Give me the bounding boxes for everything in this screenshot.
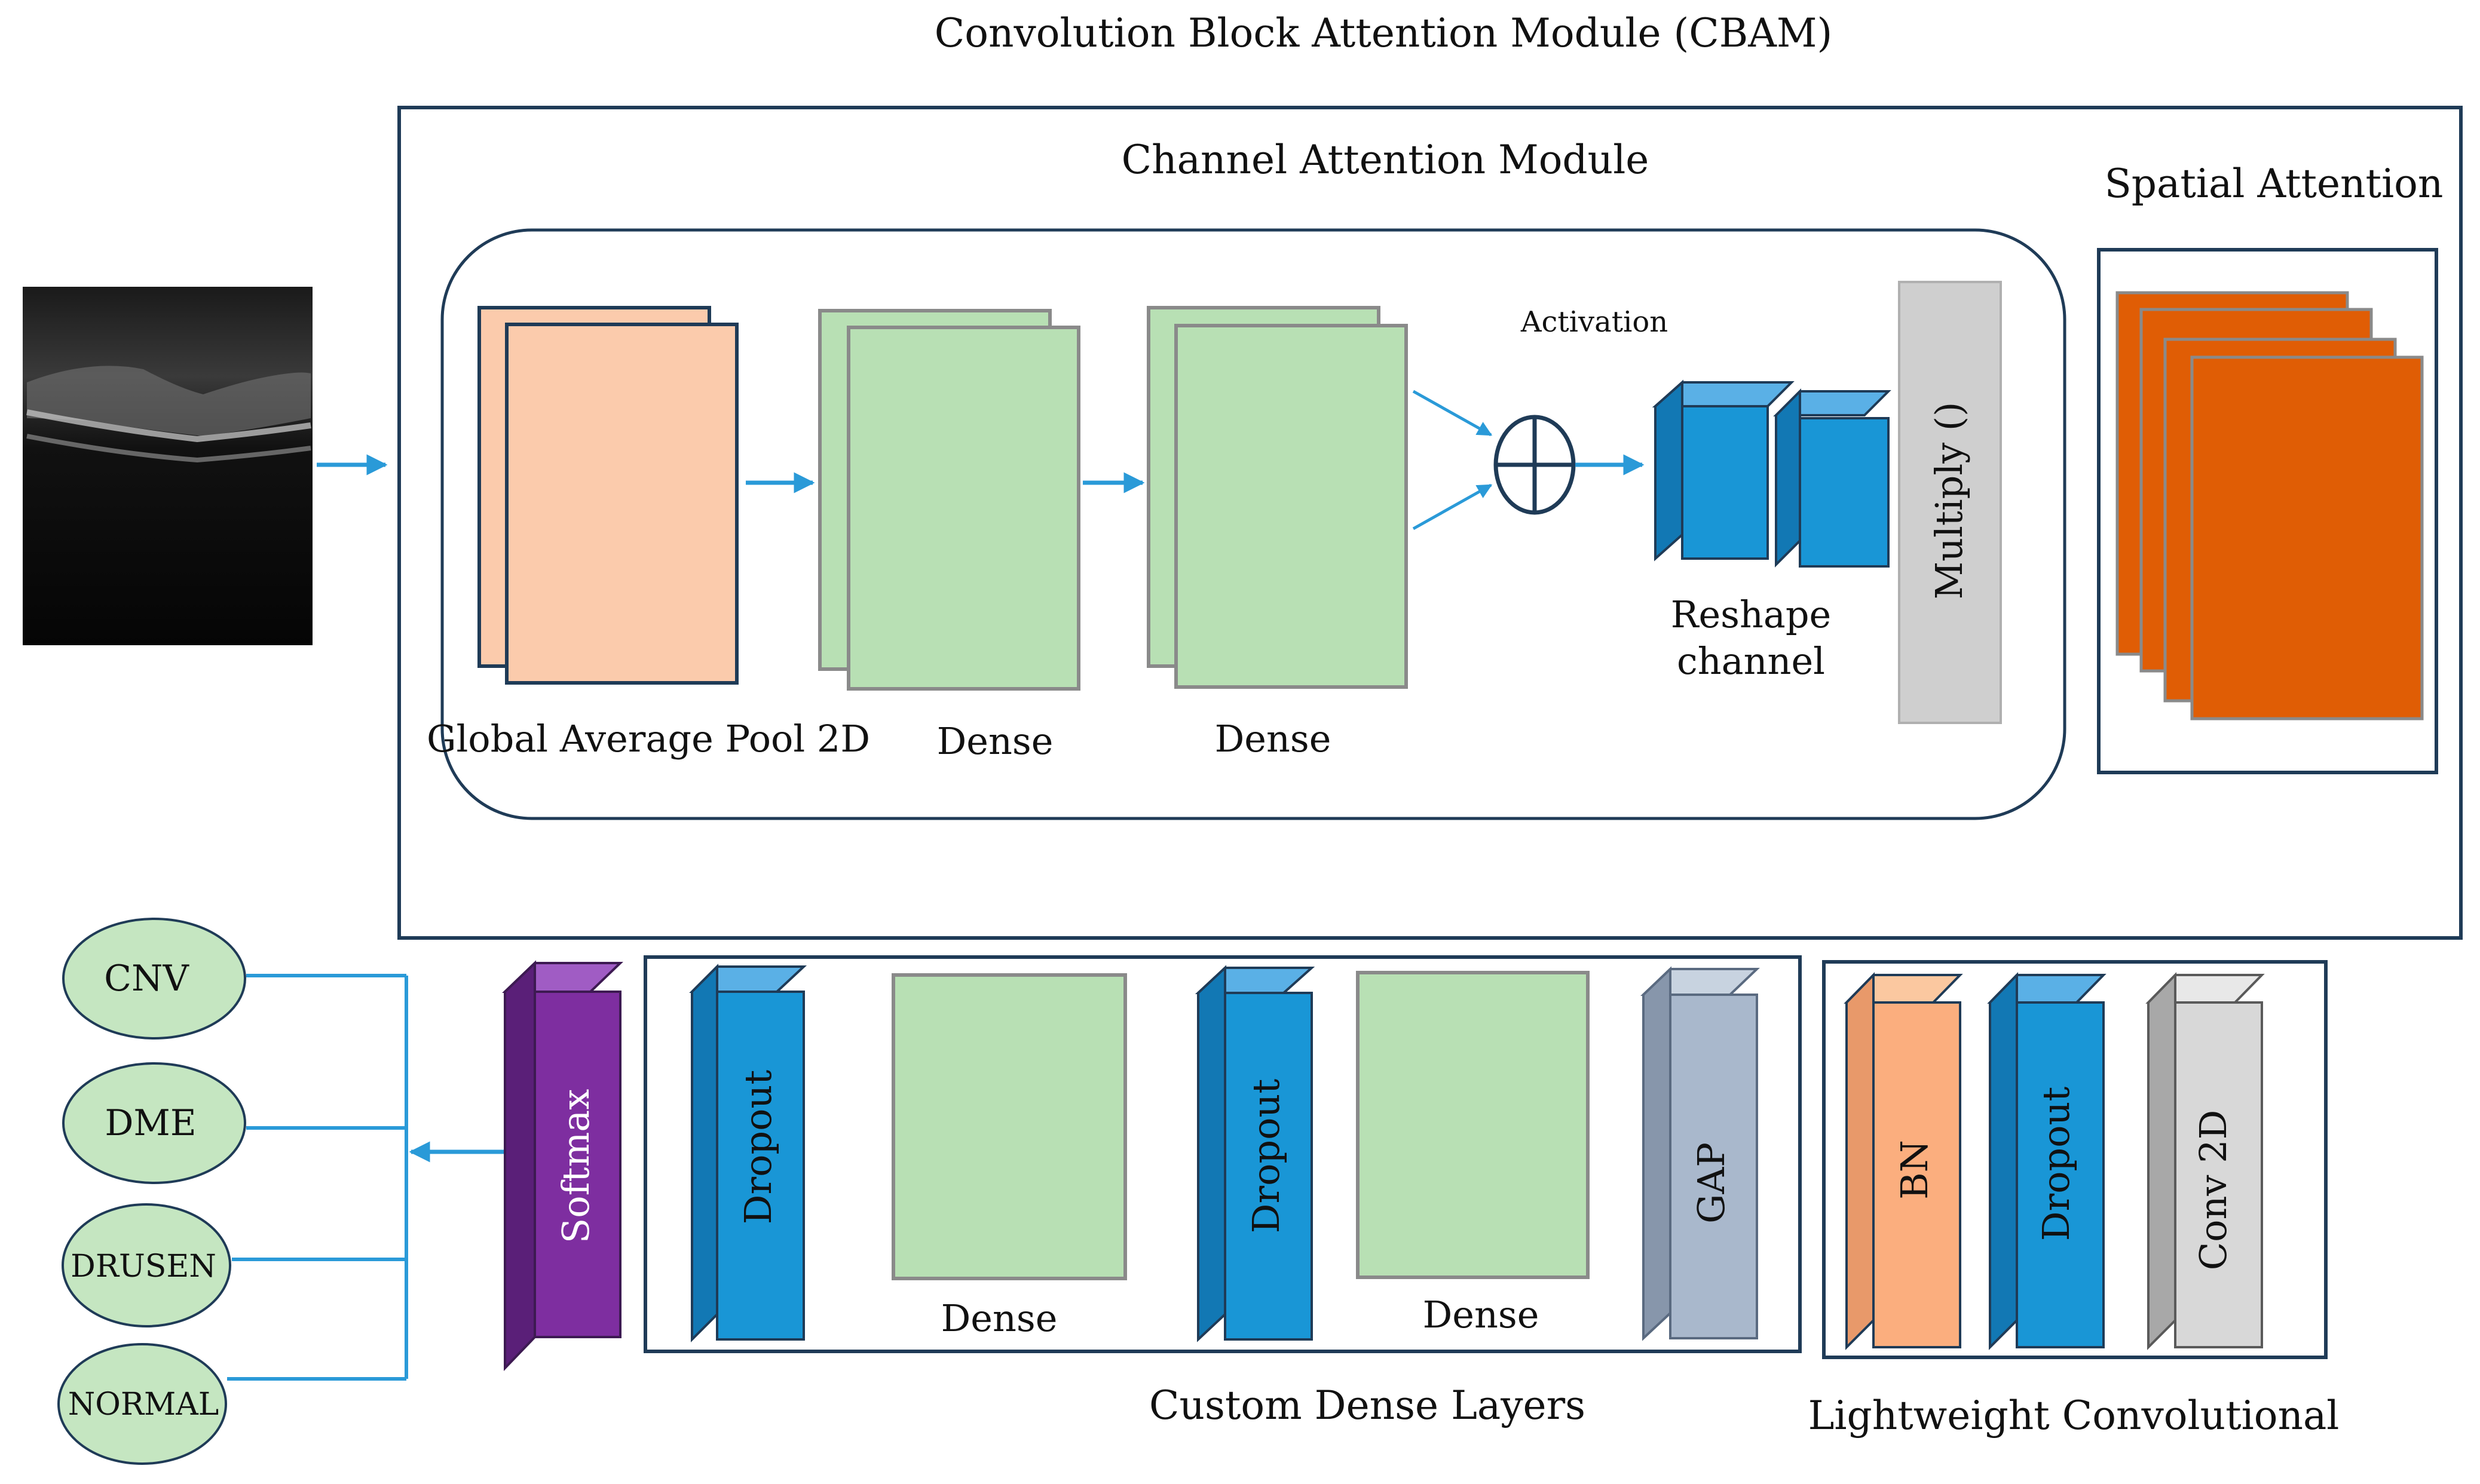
arrow-dense2-to-adder-top [1412,390,1493,437]
spatial-attention-title: Spatial Attention [2105,161,2444,207]
dense1-block [818,309,1080,691]
reshape-cube-2 [1773,388,1891,568]
custom-dense-frame [644,955,1802,1353]
output-oval-cnv [62,918,246,1040]
lightweight-conv-title: Lightweight Convolutional [1808,1393,2340,1439]
reshape-cube-1 [1652,379,1795,562]
dense2-label: Dense [1215,717,1331,761]
dense-b-label: Dense [1423,1293,1539,1336]
dense-b-block [1356,971,1590,1279]
softmax-block [502,960,623,1371]
output-drusen-label: DRUSEN [71,1249,216,1284]
custom-dense-title: Custom Dense Layers [1149,1382,1585,1428]
gap2d-label: Global Average Pool 2D [427,717,870,761]
output-oval-dme [62,1062,246,1184]
spatial-attention-frame [2097,248,2438,774]
bn-block [1844,972,1963,1350]
adder-icon [1493,415,1576,515]
dense2-block [1147,306,1408,689]
reshape-label-line1: Reshape [1671,593,1831,636]
lw-dropout-block [1987,972,2107,1350]
output-oval-drusen [62,1203,231,1327]
spatial-attention-stack [2115,291,2424,720]
diagram-title: Convolution Block Attention Module (CBAM… [935,10,1832,56]
channel-attention-title: Channel Attention Module [1122,137,1649,183]
multiply-label: Multiply () [1927,402,1971,600]
input-oct-image [23,287,313,645]
reshape-label-line2: channel [1677,639,1825,683]
cbam-frame [397,106,2463,940]
dense-a-block [892,973,1127,1280]
output-connector [227,974,408,1381]
channel-attention-container [440,228,2066,820]
conv2d-block [2145,972,2265,1350]
output-dme-label: DME [105,1102,196,1144]
dropout-b-label: Dropout [1244,1079,1288,1234]
lw-dropout-label: Dropout [2034,1087,2078,1241]
activation-label: Activation [1520,305,1668,339]
output-cnv-label: CNV [104,958,189,999]
gap-block [1640,966,1760,1341]
bn-label: BN [1893,1140,1936,1200]
conv2d-label: Conv 2D [2191,1110,2235,1271]
dropout-a-label: Dropout [736,1070,780,1225]
multiply-block [1898,281,2002,724]
output-normal-label: NORMAL [68,1387,219,1422]
dropout-a-block [689,964,807,1342]
softmax-label: Softmax [554,1089,598,1243]
dense1-label: Dense [937,719,1054,763]
dense-a-label: Dense [941,1296,1058,1340]
gap-label: GAP [1689,1142,1733,1224]
output-oval-normal [57,1343,227,1465]
arrow-dense2-to-adder-bottom [1412,483,1493,531]
lightweight-conv-frame [1822,960,2328,1359]
dropout-b-block [1195,965,1315,1342]
gap2d-block [477,306,739,685]
